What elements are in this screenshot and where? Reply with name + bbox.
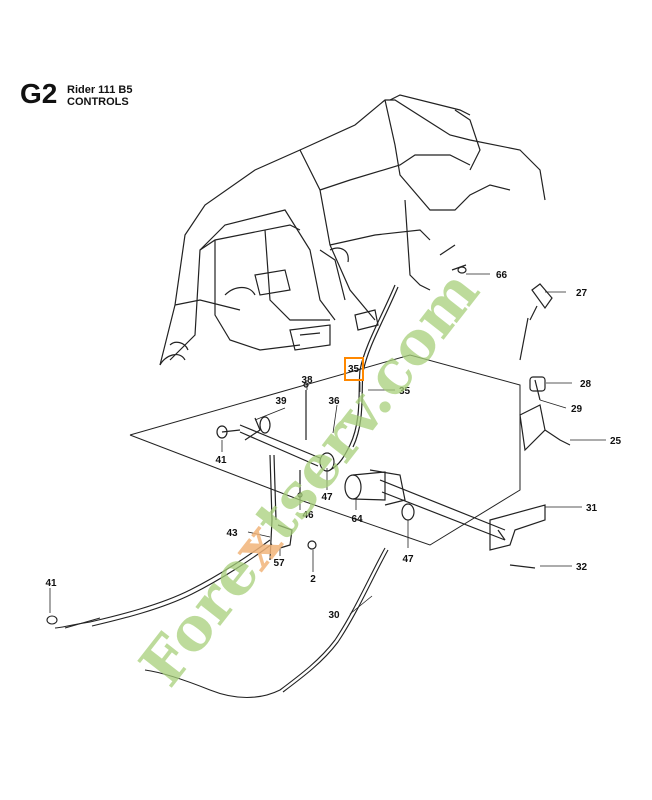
svg-text:Forextserv.com: Forextserv.com [127, 257, 494, 699]
linkage-rod [269, 382, 317, 561]
callout-64[interactable]: 64 [351, 514, 363, 525]
callout-36[interactable]: 36 [328, 396, 340, 407]
callout-66[interactable]: 66 [496, 270, 508, 281]
leader-lines [49, 273, 606, 615]
cable-30 [144, 547, 389, 698]
callout-35-highlighted[interactable]: 35 [348, 364, 360, 375]
callout-38[interactable]: 38 [301, 375, 313, 386]
callout-46[interactable]: 46 [302, 510, 314, 521]
rider-frame [159, 94, 546, 366]
callout-43[interactable]: 43 [226, 528, 238, 539]
callout-30[interactable]: 30 [328, 610, 340, 621]
diagram-code: G2 [20, 78, 58, 109]
callout-29[interactable]: 29 [571, 404, 583, 415]
model-name: Rider 111 B5 [67, 84, 133, 96]
callout-2[interactable]: 2 [310, 574, 316, 585]
callout-47-left[interactable]: 47 [321, 492, 333, 503]
callout-28[interactable]: 28 [580, 379, 592, 390]
callout-35[interactable]: 35 [399, 386, 411, 397]
watermark: Forextserv.com [127, 257, 494, 699]
callout-27[interactable]: 27 [576, 288, 588, 299]
callout-31[interactable]: 31 [586, 503, 598, 514]
shaft-39 [216, 416, 321, 467]
callout-47-right[interactable]: 47 [402, 554, 414, 565]
callout-32[interactable]: 32 [576, 562, 588, 573]
pedal-bracket [489, 376, 571, 569]
callout-labels: 66 27 28 29 25 31 32 35 35 38 39 36 41 4… [45, 270, 621, 621]
highlight-box-35 [344, 357, 364, 381]
pedal-shaft-assembly [319, 452, 506, 541]
cable-43 [46, 539, 273, 629]
callout-25[interactable]: 25 [610, 436, 622, 447]
callout-57[interactable]: 57 [273, 558, 285, 569]
callout-39[interactable]: 39 [275, 396, 287, 407]
pedal-27 [519, 283, 553, 361]
callout-41-top[interactable]: 41 [215, 455, 227, 466]
callout-41-bottom[interactable]: 41 [45, 578, 57, 589]
bolt-66 [439, 244, 467, 274]
section-name: CONTROLS [67, 96, 129, 108]
